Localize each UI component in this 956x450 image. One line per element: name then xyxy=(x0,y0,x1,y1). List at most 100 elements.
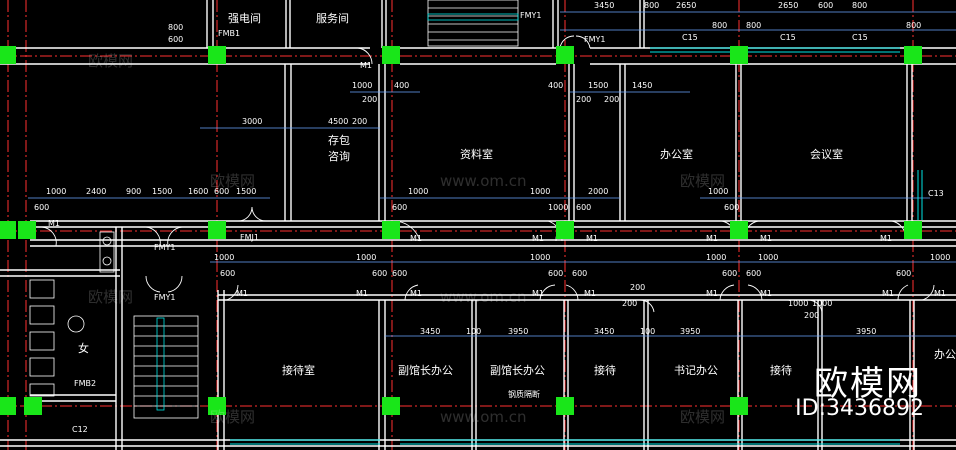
column xyxy=(556,397,574,415)
dimension-label: 600 xyxy=(576,203,591,212)
door-tag: M1 xyxy=(760,234,772,243)
dimension-label: 600 xyxy=(214,187,229,196)
dimension-label: 1000 xyxy=(812,299,832,308)
dimension-label: 200 xyxy=(362,95,377,104)
room-label: 咨询 xyxy=(328,149,350,163)
columns xyxy=(0,46,922,415)
window-tag: C15 xyxy=(852,33,868,42)
door-tag: FMB1 xyxy=(218,29,240,38)
dimension-label: 1000 xyxy=(46,187,66,196)
dimension-label: 1000 xyxy=(356,253,376,262)
door-tag: M1 xyxy=(360,61,372,70)
window-tag: C15 xyxy=(780,33,796,42)
dimension-label: 1000 xyxy=(530,253,550,262)
dimension-label: 800 xyxy=(852,1,867,10)
dimension-label: 600 xyxy=(548,269,563,278)
door-tag: M1 xyxy=(882,289,894,298)
door-tag: FMY1 xyxy=(584,35,605,44)
door-tag: M1 xyxy=(356,289,368,298)
dimension-label: 600 xyxy=(572,269,587,278)
dimension-label: 600 xyxy=(34,203,49,212)
room-label: 钢质隔断 xyxy=(508,389,540,399)
room-label: 强电间 xyxy=(228,12,261,25)
dimension-label: 200 xyxy=(622,299,637,308)
door-tag: M1 xyxy=(880,234,892,243)
dimension-label: 2650 xyxy=(676,1,696,10)
dimension-label: 900 xyxy=(126,187,141,196)
door-tag: M1 xyxy=(760,289,772,298)
dimension-label: 3450 xyxy=(594,327,614,336)
dimension-label: 1500 xyxy=(152,187,172,196)
watermark: 欧模网 xyxy=(88,52,133,70)
dimension-label: 800 xyxy=(644,1,659,10)
column xyxy=(904,46,922,64)
dimension-label: 1000 xyxy=(788,299,808,308)
door-tag: M1 xyxy=(532,234,544,243)
door-tag: M1 xyxy=(532,289,544,298)
column xyxy=(0,397,16,415)
column xyxy=(556,46,574,64)
dimension-label: 1000 xyxy=(548,203,568,212)
column xyxy=(208,397,226,415)
column xyxy=(730,46,748,64)
room-label: 副馆长办公 xyxy=(398,363,453,377)
dimension-label: 1000 xyxy=(530,187,550,196)
dimension-label: 1000 xyxy=(708,187,728,196)
dimension-label: 1000 xyxy=(706,253,726,262)
dimension-label: 2650 xyxy=(778,1,798,10)
dimension-label: 200 xyxy=(804,311,819,320)
door-tag: FMY1 xyxy=(520,11,541,20)
dimension-label: 1450 xyxy=(632,81,652,90)
room-label: 存包 xyxy=(328,133,350,147)
column xyxy=(382,46,400,64)
dimension-label: 400 xyxy=(394,81,409,90)
room-label: 女 xyxy=(78,341,89,355)
dimension-label: 3000 xyxy=(242,117,262,126)
watermark: 欧模网 xyxy=(210,408,255,426)
column xyxy=(208,221,226,239)
room-label: 办公室 xyxy=(934,347,956,361)
dimension-label: 600 xyxy=(392,269,407,278)
room-label: 资料室 xyxy=(460,147,493,161)
door-tag: M1 xyxy=(410,289,422,298)
dimension-labels: 3450 800 2650 2650 600 800 800 800 800 6… xyxy=(34,1,950,336)
watermarks: 欧模网 www.om.cn 欧模网 www.om.cn 欧模网 欧模网 欧模网 … xyxy=(88,52,725,426)
column xyxy=(24,397,42,415)
column xyxy=(382,221,400,239)
dimension-lines xyxy=(28,11,956,337)
watermark: www.om.cn xyxy=(440,408,527,426)
column xyxy=(0,221,16,239)
element-tags: FMB1 FMY1 FMY1 M1 M1 M1 M1 M1 M1 M1 M1 M… xyxy=(48,11,946,434)
dimension-label: 600 xyxy=(372,269,387,278)
watermark: 欧模网 xyxy=(88,288,133,306)
dimension-label: 200 xyxy=(630,283,645,292)
room-label: 接待 xyxy=(770,363,792,377)
room-label: 办公室 xyxy=(660,147,693,161)
window-tag: C15 xyxy=(682,33,698,42)
dimension-label: 800 xyxy=(712,21,727,30)
door-tag: FMY1 xyxy=(154,293,175,302)
door-tag: M1 xyxy=(706,234,718,243)
column xyxy=(18,221,36,239)
room-label: 书记办公 xyxy=(674,364,718,377)
column xyxy=(556,221,574,239)
room-label: 接待 xyxy=(594,363,616,377)
dimension-label: 200 xyxy=(576,95,591,104)
stair-top xyxy=(427,0,519,47)
dimension-label: 400 xyxy=(548,81,563,90)
watermark: www.om.cn xyxy=(440,172,527,190)
windows xyxy=(230,47,923,445)
dimension-label: 600 xyxy=(220,269,235,278)
dimension-label: 200 xyxy=(352,117,367,126)
room-label: 接待室 xyxy=(282,363,315,377)
dimension-label: 600 xyxy=(722,269,737,278)
brand-id: ID:3436892 xyxy=(795,396,924,421)
room-label: 会议室 xyxy=(810,147,843,161)
door-tag: M1 xyxy=(586,234,598,243)
door-tag: M1 xyxy=(236,289,248,298)
brand-logo: 欧模网 xyxy=(814,364,922,404)
dimension-label: 4500 xyxy=(328,117,348,126)
column xyxy=(730,397,748,415)
room-label: 服务间 xyxy=(316,12,349,25)
